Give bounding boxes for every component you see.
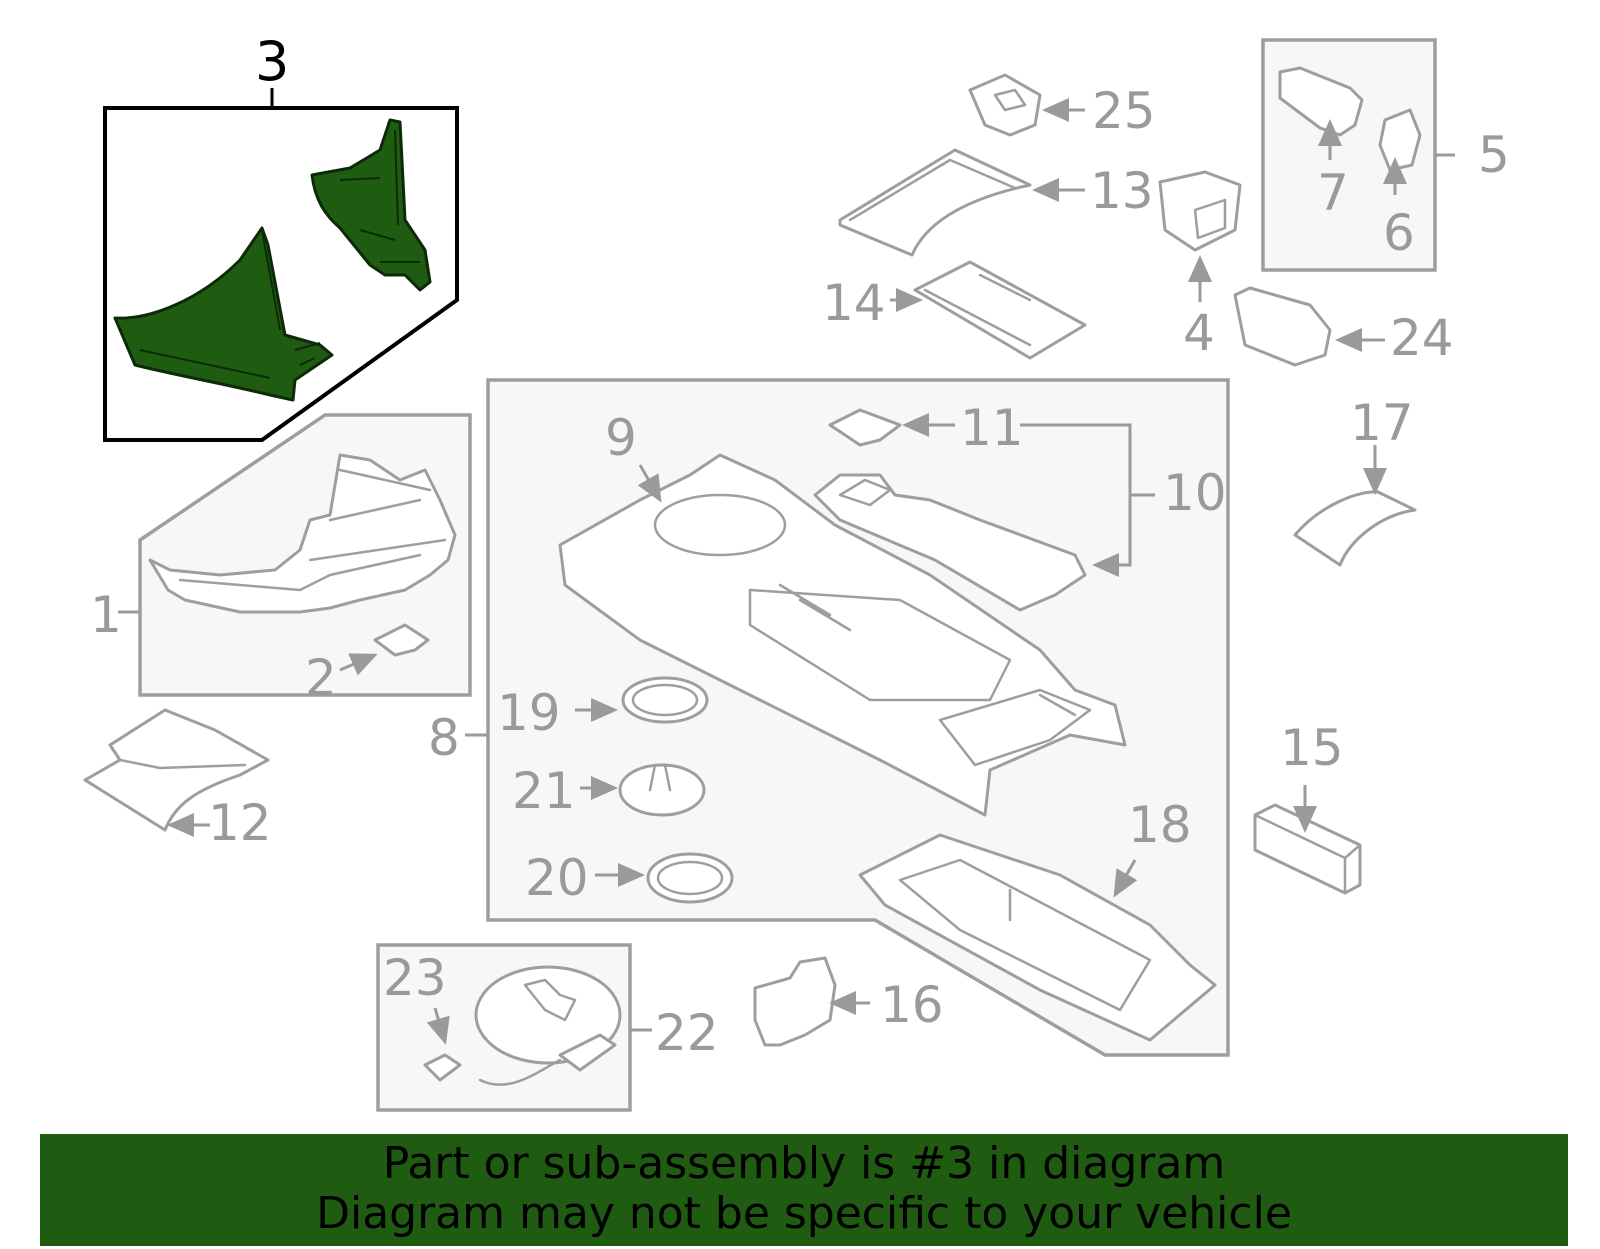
banner-line-2: Diagram may not be specific to your vehi… (316, 1188, 1292, 1239)
part-12[interactable] (83, 708, 270, 832)
callout-9[interactable]: 9 (605, 409, 637, 467)
part-17[interactable] (1293, 490, 1417, 567)
callout-2[interactable]: 2 (305, 649, 337, 707)
part-25[interactable] (968, 73, 1042, 137)
part-14[interactable] (913, 260, 1087, 360)
callout-13[interactable]: 13 (1090, 162, 1154, 220)
callout-1[interactable]: 1 (90, 586, 122, 644)
callout-24[interactable]: 24 (1390, 309, 1454, 367)
part-group-1[interactable] (118, 413, 472, 697)
callout-21[interactable]: 21 (512, 762, 576, 820)
callout-8[interactable]: 8 (428, 709, 460, 767)
callout-7[interactable]: 7 (1317, 164, 1349, 222)
callout-3[interactable]: 3 (255, 30, 289, 93)
callout-5[interactable]: 5 (1478, 126, 1510, 184)
callout-10[interactable]: 10 (1163, 464, 1227, 522)
callout-4[interactable]: 4 (1183, 304, 1215, 362)
banner-line-1: Part or sub-assembly is #3 in diagram (382, 1138, 1226, 1189)
callout-17[interactable]: 17 (1350, 394, 1414, 452)
part-16[interactable] (753, 956, 837, 1047)
leader-lines (167, 98, 1407, 1045)
callout-15[interactable]: 15 (1280, 719, 1344, 777)
part-24[interactable] (1233, 286, 1332, 367)
callout-11[interactable]: 11 (960, 399, 1024, 457)
callout-18[interactable]: 18 (1128, 796, 1192, 854)
part-group-22[interactable] (376, 943, 652, 1112)
part-13[interactable] (838, 148, 1032, 257)
callout-22[interactable]: 22 (655, 1004, 719, 1062)
callout-12[interactable]: 12 (208, 794, 272, 852)
callout-16[interactable]: 16 (880, 976, 944, 1034)
callout-6[interactable]: 6 (1383, 204, 1415, 262)
callout-14[interactable]: 14 (822, 274, 886, 332)
part-group-3-highlighted[interactable] (103, 88, 459, 442)
part-group-8[interactable] (465, 378, 1230, 1057)
callout-25[interactable]: 25 (1092, 82, 1156, 140)
part-group-5[interactable] (1261, 38, 1455, 272)
callout-labels: 3 25 13 14 4 7 6 5 24 17 9 11 10 1 2 19 … (90, 30, 1510, 1062)
callout-20[interactable]: 20 (525, 849, 589, 907)
callout-19[interactable]: 19 (497, 684, 561, 742)
callout-23[interactable]: 23 (383, 949, 447, 1007)
info-banner: Part or sub-assembly is #3 in diagram Di… (40, 1134, 1568, 1246)
